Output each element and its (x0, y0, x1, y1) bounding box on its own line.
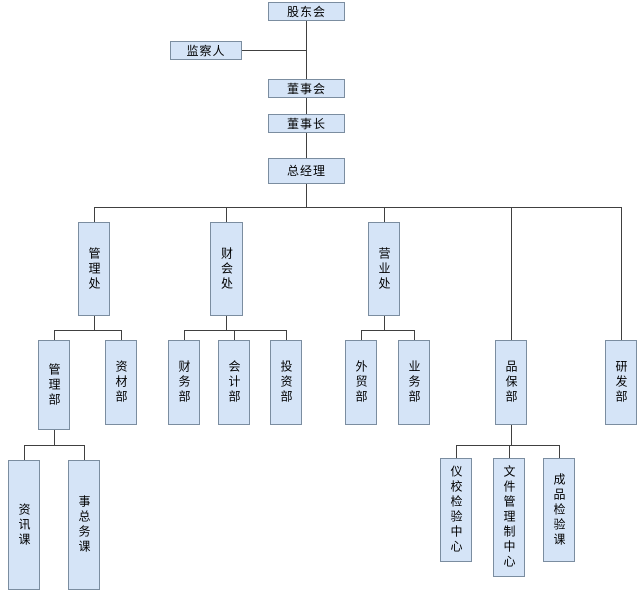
node-supervisor: 监察人 (170, 41, 242, 60)
node-quality-assurance-dept: 品保部 (495, 340, 527, 425)
connector-line (94, 207, 621, 208)
connector-line (559, 445, 560, 458)
connector-line (226, 316, 227, 330)
connector-line (234, 330, 235, 340)
connector-line (286, 330, 287, 340)
connector-line (384, 207, 385, 222)
connector-line (242, 50, 306, 51)
connector-line (24, 445, 84, 446)
connector-line (306, 98, 307, 114)
node-rd-dept: 研发部 (605, 340, 637, 425)
node-finance-accounting-office: 财会处 (210, 222, 243, 316)
node-shareholders-meeting: 股东会 (268, 2, 345, 21)
connector-line (456, 445, 559, 446)
node-sales-dept: 业务部 (398, 340, 430, 425)
node-chairman: 董事长 (268, 114, 345, 133)
node-management-dept: 管理部 (38, 340, 70, 430)
connector-line (94, 316, 95, 330)
connector-line (456, 445, 457, 458)
node-business-office: 营业处 (368, 222, 400, 316)
node-general-affairs-section: 事总务课 (68, 460, 100, 590)
connector-line (184, 330, 286, 331)
connector-line (509, 445, 510, 458)
node-management-office: 管理处 (78, 222, 110, 316)
node-foreign-trade-dept: 外贸部 (345, 340, 377, 425)
connector-line (94, 207, 95, 222)
node-board-of-directors: 董事会 (268, 79, 345, 98)
connector-line (361, 330, 362, 340)
node-materials-dept: 资材部 (105, 340, 137, 425)
node-finance-dept: 财务部 (168, 340, 200, 425)
connector-line (24, 445, 25, 460)
node-investment-dept: 投资部 (270, 340, 302, 425)
connector-line (54, 430, 55, 445)
node-general-manager: 总经理 (268, 158, 345, 184)
connector-line (121, 330, 122, 340)
connector-line (54, 330, 55, 340)
connector-line (84, 445, 85, 460)
connector-line (306, 184, 307, 207)
connector-line (511, 425, 512, 445)
connector-line (621, 207, 622, 340)
connector-line (226, 207, 227, 222)
node-finished-product-inspection-section: 成品检验课 (543, 458, 575, 562)
connector-line (414, 330, 415, 340)
connector-line (361, 330, 414, 331)
node-accounting-dept: 会计部 (218, 340, 250, 425)
connector-line (306, 133, 307, 158)
node-document-control-center: 文件管理制中心 (493, 458, 525, 577)
connector-line (384, 316, 385, 330)
connector-line (54, 330, 121, 331)
connector-line (184, 330, 185, 340)
connector-line (511, 207, 512, 340)
node-information-section: 资讯课 (8, 460, 40, 590)
node-instrument-calibration-center: 仪校检验中心 (440, 458, 472, 562)
connector-line (306, 20, 307, 79)
